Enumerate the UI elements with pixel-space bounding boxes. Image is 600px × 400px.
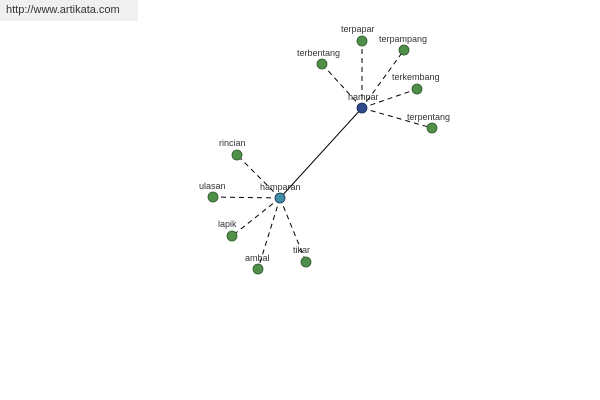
label-ulasan: ulasan bbox=[199, 181, 226, 191]
label-hampar: hampar bbox=[348, 92, 379, 102]
node-terbentang[interactable] bbox=[316, 58, 328, 70]
edge-hamparan-lapik bbox=[231, 197, 281, 237]
node-terpapar[interactable] bbox=[356, 35, 368, 47]
label-ambal: ambal bbox=[245, 253, 270, 263]
site-watermark: http://www.artikata.com bbox=[0, 0, 138, 21]
label-terkembang: terkembang bbox=[392, 72, 440, 82]
label-terbentang: terbentang bbox=[297, 48, 340, 58]
edge-hampar-hamparan bbox=[279, 107, 363, 199]
edge-hamparan-ambal bbox=[257, 197, 281, 270]
edge-hamparan-rincian bbox=[236, 154, 281, 199]
edge-hampar-terbentang bbox=[321, 63, 363, 109]
edge-hampar-terpentang bbox=[361, 107, 433, 129]
node-lapik[interactable] bbox=[226, 230, 238, 242]
node-ulasan[interactable] bbox=[207, 191, 219, 203]
labels-layer: terpapar terpampang terbentang terkembang te… bbox=[199, 24, 450, 263]
label-tikar: tikar bbox=[293, 245, 310, 255]
node-terpentang[interactable] bbox=[426, 122, 438, 134]
edge-hamparan-tikar bbox=[279, 197, 307, 263]
node-tikar[interactable] bbox=[300, 256, 312, 268]
nodes-layer bbox=[207, 35, 438, 275]
label-lapik: lapik bbox=[218, 219, 237, 229]
edge-hamparan-ulasan bbox=[212, 196, 281, 199]
edge-hampar-terkembang bbox=[361, 88, 418, 109]
node-rincian[interactable] bbox=[231, 149, 243, 161]
label-terpampang: terpampang bbox=[379, 34, 427, 44]
node-terkembang[interactable] bbox=[411, 83, 423, 95]
edges-layer bbox=[212, 41, 433, 270]
node-hampar[interactable] bbox=[356, 102, 368, 114]
label-hamparan: hamparan bbox=[260, 182, 301, 192]
label-terpentang: terpentang bbox=[407, 112, 450, 122]
node-ambal[interactable] bbox=[252, 263, 264, 275]
node-terpampang[interactable] bbox=[398, 44, 410, 56]
node-hamparan[interactable] bbox=[274, 192, 286, 204]
edge-hampar-terpampang bbox=[361, 49, 405, 109]
label-terpapar: terpapar bbox=[341, 24, 375, 34]
label-rincian: rincian bbox=[219, 138, 246, 148]
